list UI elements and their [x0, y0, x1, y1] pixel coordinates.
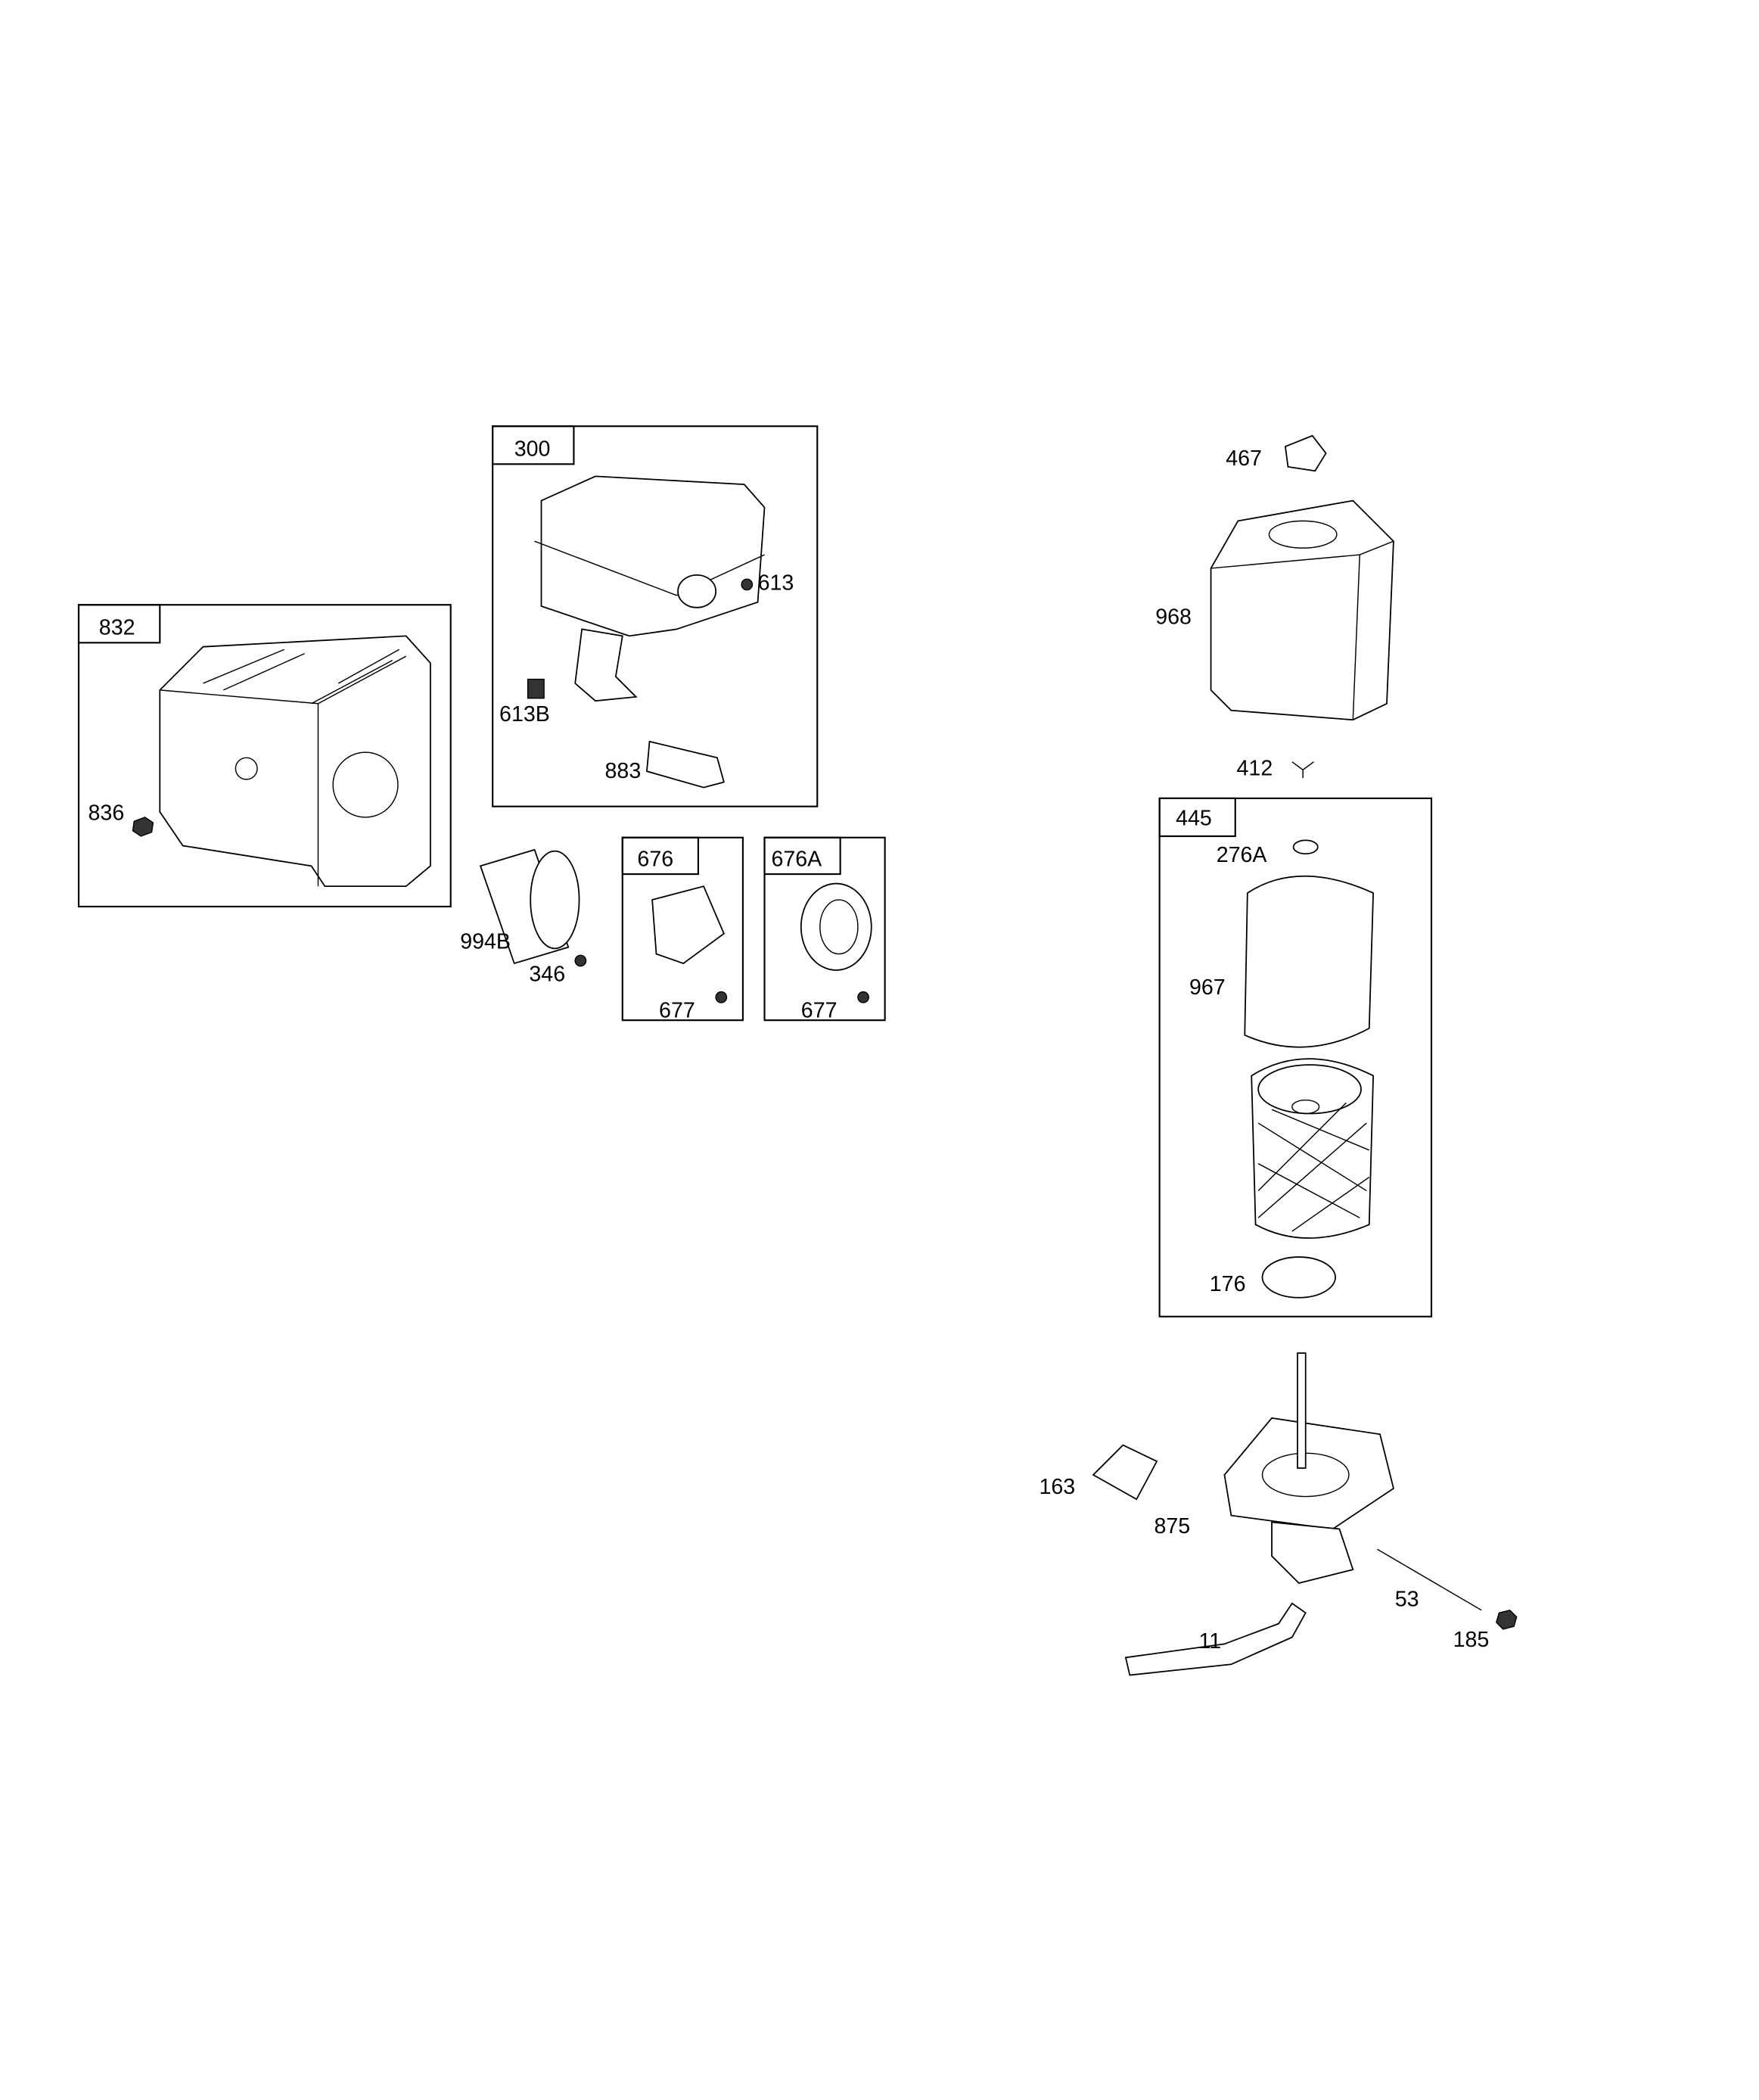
callout-346[interactable]: 346	[529, 962, 565, 986]
group-445-tab	[1158, 797, 1236, 838]
bolt-613B-part[interactable]	[527, 678, 545, 699]
screw-677-a-part[interactable]	[715, 991, 728, 1003]
filter-cartridge-part[interactable]	[1251, 1058, 1375, 1239]
callout-276A[interactable]: 276A	[1217, 843, 1268, 867]
pre-cleaner-967-part[interactable]	[1244, 875, 1375, 1048]
callout-445[interactable]: 445	[1176, 807, 1212, 831]
callout-875[interactable]: 875	[1154, 1514, 1190, 1538]
group-832-frame	[77, 604, 452, 908]
knob-467-part[interactable]	[1284, 434, 1327, 472]
callout-967[interactable]: 967	[1189, 975, 1226, 1000]
callout-467[interactable]: 467	[1226, 446, 1262, 471]
group-300-frame	[492, 425, 819, 807]
group-676: 676 677	[621, 836, 744, 1023]
seal-176-part[interactable]	[1261, 1256, 1336, 1299]
callout-836[interactable]: 836	[89, 801, 125, 826]
group-445: 445 276A 967 176	[1158, 797, 1433, 1318]
breather-tube-11-part[interactable]	[1124, 1602, 1307, 1676]
nut-185-part[interactable]	[1496, 1609, 1518, 1630]
gasket-883-part[interactable]	[646, 740, 725, 789]
group-300-tab	[492, 425, 575, 465]
screw-346-part[interactable]	[574, 954, 587, 967]
group-676-tab	[621, 836, 699, 876]
air-cleaner-cover: 467 968 412	[1155, 434, 1394, 781]
muffler-guard-part[interactable]	[159, 635, 431, 888]
callout-883[interactable]: 883	[605, 759, 642, 783]
callout-185[interactable]: 185	[1453, 1628, 1490, 1652]
screw-613-part[interactable]	[741, 578, 754, 591]
wing-nut-412-part[interactable]	[1291, 761, 1314, 779]
callout-677-a[interactable]: 677	[659, 999, 695, 1023]
gasket-163-part[interactable]	[1092, 1444, 1158, 1501]
screw-677-b-part[interactable]	[857, 991, 869, 1003]
muffler-part[interactable]	[534, 475, 766, 702]
callout-994B[interactable]: 994B	[460, 929, 511, 954]
cover-968-part[interactable]	[1210, 499, 1394, 721]
callout-677-b[interactable]: 677	[801, 999, 838, 1023]
group-445-frame	[1158, 797, 1433, 1318]
callout-11[interactable]: 11	[1198, 1629, 1221, 1654]
callout-613[interactable]: 613	[758, 571, 794, 596]
spark-arrester-676-part[interactable]	[651, 885, 725, 965]
group-676A: 676A 677	[763, 836, 886, 1023]
group-300: 300 613 613B 883	[492, 425, 819, 807]
spark-arrester-676A-part[interactable]	[800, 882, 872, 971]
callout-676[interactable]: 676	[637, 847, 673, 871]
stud-53-part[interactable]	[1377, 1548, 1482, 1611]
callout-53[interactable]: 53	[1395, 1587, 1419, 1611]
callout-300[interactable]: 300	[514, 437, 551, 462]
callout-613B[interactable]: 613B	[499, 702, 550, 726]
base-assembly: 163 875 53 185 11	[1039, 1352, 1518, 1676]
callout-676A[interactable]: 676A	[771, 847, 822, 871]
callout-163[interactable]: 163	[1039, 1475, 1075, 1499]
callout-832[interactable]: 832	[99, 616, 135, 640]
group-676A-tab	[763, 836, 841, 876]
group-832-tab	[77, 604, 161, 644]
base-875-part[interactable]	[1223, 1352, 1394, 1584]
nut-836-part[interactable]	[132, 817, 154, 837]
washer-276A-part[interactable]	[1292, 839, 1319, 855]
group-832: 832 836	[77, 604, 452, 908]
callout-176[interactable]: 176	[1210, 1272, 1246, 1296]
deflector-994B: 994B 346	[460, 848, 587, 986]
callout-412[interactable]: 412	[1237, 757, 1273, 781]
callout-968[interactable]: 968	[1155, 605, 1192, 629]
